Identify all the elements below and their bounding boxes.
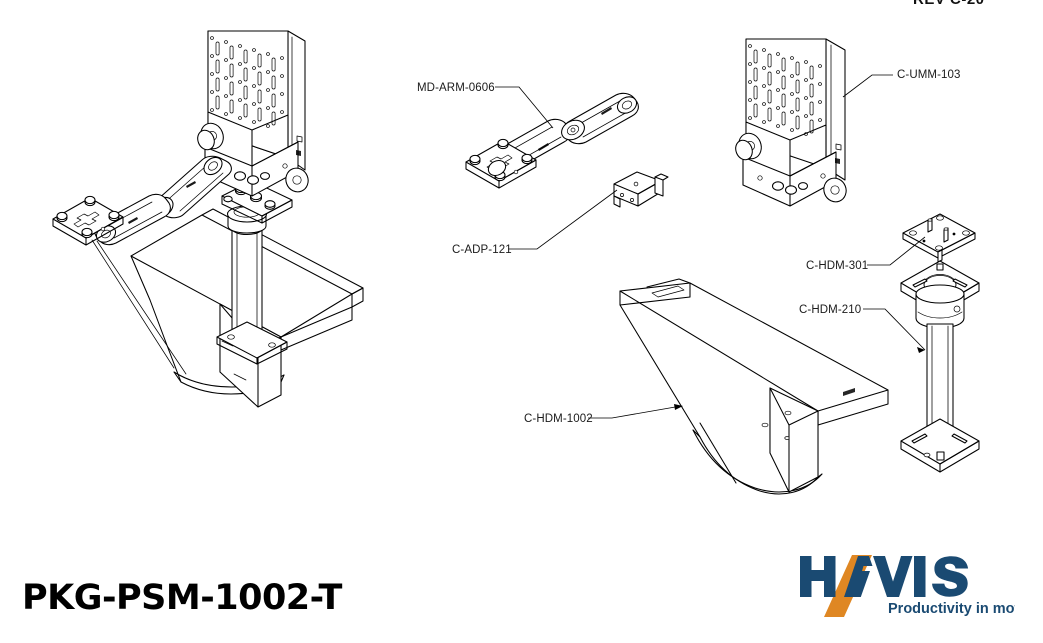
assembled-view-geometry xyxy=(52,30,364,408)
exploded-monitor-mount xyxy=(735,38,847,207)
logo-wordmark xyxy=(800,556,969,597)
assembled-vesa-plate xyxy=(52,195,124,246)
exploded-top-plate xyxy=(902,213,976,263)
vesa-slot-pattern-exploded xyxy=(748,44,822,136)
callout-c-adp-121: C-ADP-121 xyxy=(452,244,512,256)
callout-c-hdm-301: C-HDM-301 xyxy=(806,260,869,272)
callout-c-hdm-1002: C-HDM-1002 xyxy=(524,413,593,425)
leader-lines xyxy=(495,74,926,419)
exploded-pedestal xyxy=(900,260,980,473)
assembled-arm xyxy=(52,155,232,375)
exploded-adapter-bracket xyxy=(613,171,669,208)
vesa-slot-pattern xyxy=(210,36,284,128)
exploded-view-geometry xyxy=(465,38,980,495)
callout-c-umm-103: C-UMM-103 xyxy=(897,69,961,81)
callout-md-arm-0606: MD-ARM-0606 xyxy=(417,82,495,94)
assembled-pole xyxy=(216,180,293,365)
callout-c-hdm-210: C-HDM-210 xyxy=(799,304,862,316)
havis-logo-mark: Productivity in motion xyxy=(800,555,1015,617)
havis-logo: Productivity in motion xyxy=(800,555,1015,617)
exploded-arm-part xyxy=(465,92,639,189)
page-title: PKG-PSM-1002-T xyxy=(22,578,342,618)
revision-label: REV C-20 xyxy=(913,0,985,8)
assembled-monitor-mount xyxy=(197,30,309,197)
assembled-base xyxy=(130,208,364,408)
logo-tagline: Productivity in motion xyxy=(888,601,1015,617)
